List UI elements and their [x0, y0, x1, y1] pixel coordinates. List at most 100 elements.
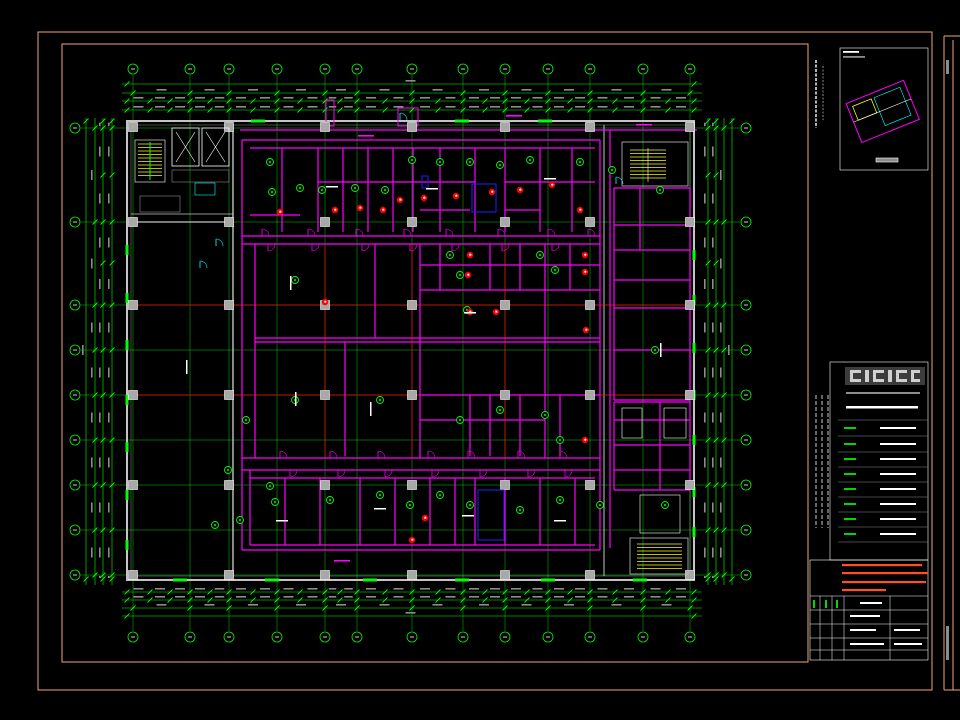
dimension-tick [587, 107, 593, 113]
dimension-tick [274, 90, 280, 96]
dimension-tick [109, 219, 115, 225]
dimension-tick [713, 219, 719, 225]
door-swing-icon [399, 112, 408, 121]
dimension-value-mark [393, 588, 404, 590]
dimension-tick [109, 576, 115, 582]
fire-alarm-icon [408, 536, 416, 544]
room-label-mark [544, 178, 556, 180]
dimension-tick [502, 90, 508, 96]
dimension-tick [721, 482, 727, 488]
room-label-mark [295, 392, 297, 406]
title-field-label-mark [844, 443, 856, 445]
title-field-label-mark [844, 473, 856, 475]
dimension-tick [109, 172, 115, 178]
dimension-value-mark [155, 588, 165, 590]
dimension-tick [382, 597, 388, 603]
sprinkler-dot [321, 189, 323, 191]
dimension-value-mark [366, 588, 376, 590]
structural-column [685, 480, 695, 490]
sheet-title-vertical [815, 60, 824, 128]
axis-bubble-icon [740, 122, 752, 134]
title-field-value-mark [880, 443, 916, 445]
room-label-mark [290, 276, 292, 290]
sprinkler-dot [554, 269, 556, 271]
dimension-tick [587, 605, 593, 611]
dimension-value-mark [260, 97, 270, 99]
dimension-value-mark [328, 106, 337, 108]
key-plan-frame [839, 47, 929, 171]
dimension-value-mark [445, 596, 456, 598]
room-label-mark [276, 520, 288, 522]
dimension-tick [382, 589, 388, 595]
dimension-tick [109, 392, 115, 398]
door-swing-icon [403, 228, 412, 237]
alarm-dot-highlight [584, 438, 587, 441]
axis-bubble-icon [542, 63, 554, 75]
dimension-tick [100, 576, 106, 582]
door-swings [199, 112, 624, 478]
dimension-value-mark [155, 106, 165, 108]
dimension-tick [250, 597, 256, 603]
dimension-value-mark [469, 106, 479, 108]
axis-bubble-icon [740, 216, 752, 228]
structural-column [128, 217, 138, 227]
dimension-tick [435, 98, 441, 104]
stair-icon [134, 139, 166, 183]
adjacent-sheet-text-mark [946, 626, 949, 660]
room-label-marks [186, 115, 662, 562]
door-swing-icon [384, 469, 393, 478]
dimension-value-mark [469, 97, 479, 99]
dimension-tick [83, 576, 89, 582]
dimension-tick [382, 98, 388, 104]
dimension-value-mark [704, 193, 706, 204]
axis-bubble-icon [127, 63, 139, 75]
axis-bubble-icon [69, 122, 81, 134]
structural-column [128, 390, 138, 400]
dimension-value-mark [712, 237, 714, 248]
sprinkler-dot [579, 161, 581, 163]
dimension-tick [502, 589, 508, 595]
dimension-tick [640, 107, 646, 113]
dimension-tick [124, 81, 130, 87]
dimension-value-mark [521, 89, 532, 91]
door-arc [361, 243, 370, 252]
dimension-tick [460, 98, 466, 104]
structural-column [585, 480, 595, 490]
sprinkler-dot [459, 274, 461, 276]
title-field-value-mark [880, 427, 916, 429]
dimension-tick [167, 107, 173, 113]
dimension-value-mark [720, 412, 722, 423]
dimension-tick [721, 527, 727, 533]
structural-column [224, 217, 234, 227]
alarm-dot-highlight [491, 190, 494, 193]
structural-column [407, 570, 417, 580]
dimension-value-mark [214, 97, 225, 99]
dimension-value-mark [91, 547, 93, 558]
door-arc [431, 469, 440, 478]
structural-column [685, 122, 695, 132]
axis-bubble-icon [271, 63, 283, 75]
fire-sprinkler-icon [556, 496, 564, 504]
windows [125, 119, 696, 582]
dimension-value-mark [108, 367, 110, 378]
dimension-tick [665, 597, 671, 603]
door-arc [427, 450, 436, 459]
dimension-tick [83, 118, 89, 124]
dimension-value-mark [336, 89, 346, 91]
sprinkler-dot [469, 161, 471, 163]
dimension-tick [640, 98, 646, 104]
dimension-tick [502, 597, 508, 603]
alarm-dot-highlight [399, 198, 402, 201]
structural-column [224, 480, 234, 490]
structural-column [585, 122, 595, 132]
dimension-tick [713, 572, 719, 578]
room-label-mark [636, 124, 652, 126]
dimension-value-mark [236, 106, 246, 108]
door-arc [399, 112, 408, 121]
sprinkler-dot [559, 439, 561, 441]
dimension-tick [567, 98, 573, 104]
dimension-value-mark [554, 106, 564, 108]
room-label-mark [358, 135, 374, 137]
dimension-tick [687, 605, 693, 611]
dimension-tick [713, 392, 719, 398]
